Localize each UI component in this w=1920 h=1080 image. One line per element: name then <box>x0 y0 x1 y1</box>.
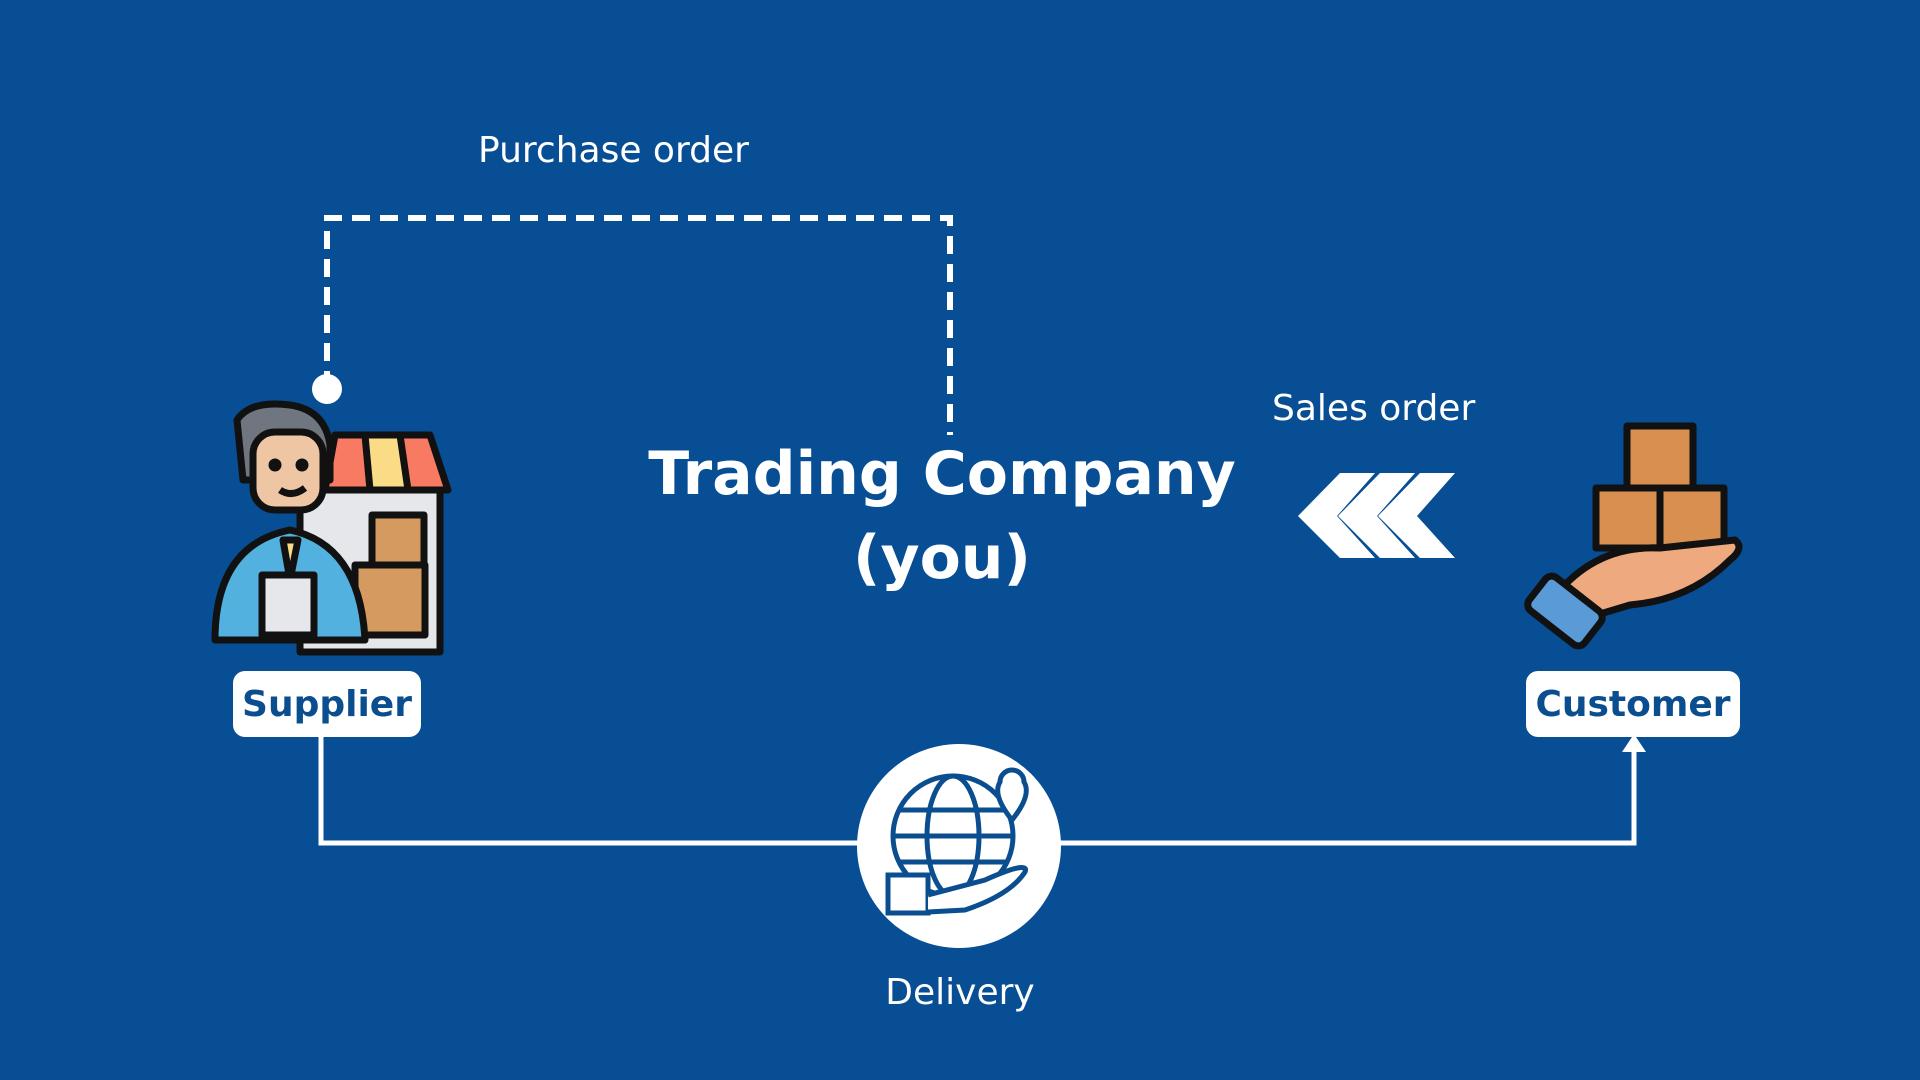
connector-dot <box>312 374 342 404</box>
trading-company-title: Trading Company (you) <box>592 432 1292 600</box>
customer-label: Customer <box>1526 671 1740 737</box>
supplier-icon <box>211 400 452 656</box>
purchase-order-dashed-connector <box>324 215 953 435</box>
title-line-1: Trading Company <box>648 439 1236 509</box>
supplier-label: Supplier <box>233 671 421 737</box>
purchase-order-label: Purchase order <box>478 130 749 171</box>
customer-icon <box>1524 422 1743 650</box>
title-line-2: (you) <box>853 523 1031 593</box>
delivery-label: Delivery <box>885 972 1035 1013</box>
chevrons-left-icon <box>1298 473 1455 558</box>
arrowhead-icon <box>1622 734 1646 752</box>
sales-order-label: Sales order <box>1272 388 1476 429</box>
globe-delivery-icon <box>885 767 1029 916</box>
